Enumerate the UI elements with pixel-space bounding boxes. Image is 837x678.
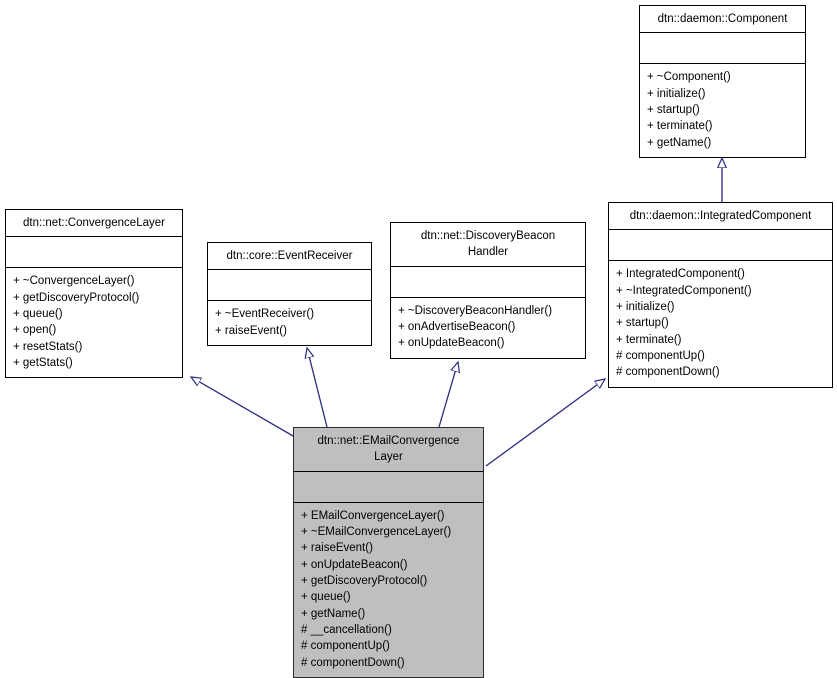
operation-item: + onUpdateBeacon() — [301, 558, 408, 571]
operation-item: + ~ConvergenceLayer() — [13, 275, 135, 288]
class-box-integrated-component[interactable]: dtn::daemon::IntegratedComponent + Integ… — [608, 202, 833, 388]
operation-item: + ~EMailConvergenceLayer() — [301, 525, 452, 538]
operation-item: + getName() — [647, 136, 712, 149]
class-box-event-receiver[interactable]: dtn::core::EventReceiver + ~EventReceive… — [207, 242, 372, 346]
edge-emailconvergencelayer-to-convergencelayer — [191, 377, 301, 441]
operation-item: + IntegratedComponent() — [616, 268, 745, 281]
operation-item: # __cancellation() — [301, 623, 392, 636]
class-name-event-receiver: dtn::core::EventReceiver — [208, 243, 371, 271]
class-attributes-convergence-layer — [6, 237, 182, 269]
class-attributes-event-receiver — [208, 270, 371, 302]
operation-item: + ~Component() — [647, 71, 731, 84]
class-attributes-component — [640, 33, 805, 65]
class-name-discovery-beacon-handler: dtn::net::DiscoveryBeacon Handler — [391, 223, 585, 267]
operation-item: + startup() — [616, 317, 669, 330]
edge-emailconvergencelayer-to-eventreceiver — [307, 348, 328, 428]
operation-item: + ~EventReceiver() — [215, 308, 315, 321]
operation-item: + queue() — [301, 591, 351, 604]
operation-item: + queue() — [13, 307, 63, 320]
operation-item: + initialize() — [616, 300, 675, 313]
class-attributes-integrated-component — [609, 230, 832, 262]
class-box-email-convergence-layer[interactable]: dtn::net::EMailConvergence Layer + EMail… — [293, 427, 484, 678]
class-operations-integrated-component: + IntegratedComponent() + ~IntegratedCom… — [609, 261, 832, 386]
class-operations-discovery-beacon-handler: + ~DiscoveryBeaconHandler() + onAdvertis… — [391, 298, 585, 358]
operation-item: + getName() — [301, 607, 366, 620]
class-name-component: dtn::daemon::Component — [640, 6, 805, 34]
class-box-discovery-beacon-handler[interactable]: dtn::net::DiscoveryBeacon Handler + ~Dis… — [390, 222, 586, 359]
operation-item: + raiseEvent() — [215, 324, 287, 337]
class-name-email-convergence-layer: dtn::net::EMailConvergence Layer — [294, 428, 483, 472]
class-attributes-discovery-beacon-handler — [391, 267, 585, 298]
edge-emailconvergencelayer-to-discoverybeaconhandler — [438, 362, 458, 428]
operation-item: # componentUp() — [616, 349, 705, 362]
class-name-integrated-component: dtn::daemon::IntegratedComponent — [609, 203, 832, 231]
operation-item: # componentDown() — [616, 366, 720, 379]
operation-item: + getDiscoveryProtocol() — [13, 291, 140, 304]
operation-item: # componentUp() — [301, 640, 390, 653]
operation-item: # componentDown() — [301, 656, 405, 669]
class-box-component[interactable]: dtn::daemon::Component + ~Component() + … — [639, 5, 806, 158]
operation-item: + ~IntegratedComponent() — [616, 284, 752, 297]
edge-emailconvergencelayer-to-integratedcomponent — [485, 379, 605, 467]
operation-item: + terminate() — [616, 333, 682, 346]
class-operations-convergence-layer: + ~ConvergenceLayer() + getDiscoveryProt… — [6, 268, 182, 377]
operation-item: + EMailConvergenceLayer() — [301, 509, 445, 522]
operation-item: + getStats() — [13, 356, 73, 369]
class-box-convergence-layer[interactable]: dtn::net::ConvergenceLayer + ~Convergenc… — [5, 209, 183, 379]
class-attributes-email-convergence-layer — [294, 472, 483, 503]
operation-item: + initialize() — [647, 87, 706, 100]
class-operations-email-convergence-layer: + EMailConvergenceLayer() + ~EMailConver… — [294, 503, 483, 677]
operation-item: + ~DiscoveryBeaconHandler() — [398, 304, 553, 317]
operation-item: + raiseEvent() — [301, 542, 373, 555]
class-name-convergence-layer: dtn::net::ConvergenceLayer — [6, 210, 182, 238]
operation-item: + getDiscoveryProtocol() — [301, 574, 428, 587]
class-operations-event-receiver: + ~EventReceiver() + raiseEvent() — [208, 301, 371, 345]
operation-item: + onUpdateBeacon() — [398, 337, 505, 350]
operation-item: + startup() — [647, 103, 700, 116]
class-operations-component: + ~Component() + initialize() + startup(… — [640, 64, 805, 157]
operation-item: + resetStats() — [13, 340, 83, 353]
operation-item: + onAdvertiseBeacon() — [398, 320, 516, 333]
operation-item: + terminate() — [647, 120, 713, 133]
operation-item: + open() — [13, 324, 57, 337]
